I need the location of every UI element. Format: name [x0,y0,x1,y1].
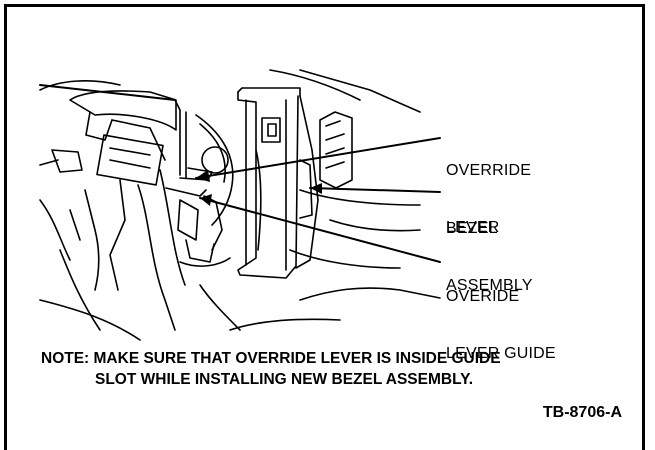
callout-bezel-assembly-line1: BEZEL [446,220,498,237]
callout-bezel-assembly-line2: ASSEMBLY [446,277,533,294]
arrow-bezel-assembly [310,183,322,194]
leader-bezel-assembly [309,187,441,193]
callout-override-lever: OVERRIDE LEVER [446,123,531,256]
callout-bezel-assembly: BEZEL ASSEMBLY [446,181,533,314]
leader-top-left [39,84,176,101]
callout-override-lever-guide: OVERIDE LEVER GUIDE [446,249,556,382]
callout-override-lever-line1: OVERRIDE [446,162,532,179]
switch-housing [39,90,241,331]
note-line-2: SLOT WHILE INSTALLING NEW BEZEL ASSEMBLY… [95,371,474,388]
figure-frame [4,4,645,450]
figure-id: TB-8706-A [542,404,622,421]
lever-guide [195,114,234,251]
arrow-override-lever [196,170,210,182]
leader-override-lever-guide [199,197,441,263]
right-bracket [319,111,353,189]
background-panels [39,69,441,341]
note-line-1: NOTE: MAKE SURE THAT OVERRIDE LEVER IS I… [41,350,501,367]
arrow-override-lever-guide [200,194,212,206]
callout-override-lever-line2: LEVER [446,219,500,236]
leader-override-lever [195,137,441,179]
bezel-assembly-part [237,87,319,279]
installation-note: NOTE: MAKE SURE THAT OVERRIDE LEVER IS I… [0,348,655,390]
leader-lines [39,84,441,263]
override-lever [165,99,213,197]
callout-override-lever-guide-line1: OVERIDE [446,288,520,305]
callout-override-lever-guide-line2: LEVER GUIDE [446,345,556,362]
arrowheads [196,170,322,206]
